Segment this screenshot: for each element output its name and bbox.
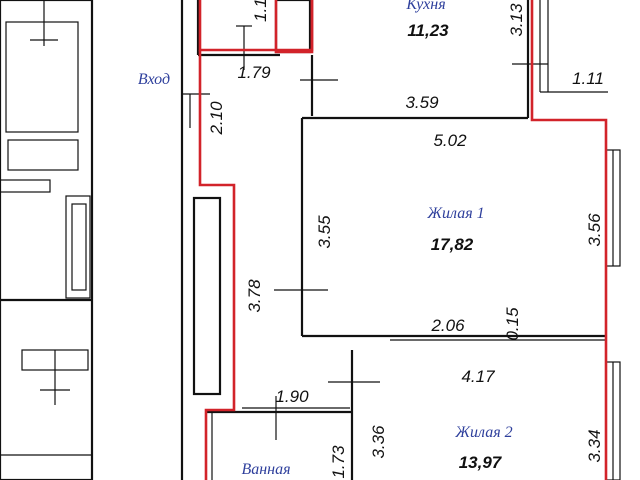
- dim-4-17: 4.17: [461, 367, 495, 386]
- dim-2-06: 2.06: [430, 316, 465, 335]
- dim-3-55: 3.55: [315, 215, 334, 249]
- vent-shaft: [274, 0, 312, 54]
- dim-1-11: 1.11: [572, 69, 604, 88]
- living1-area: 17,82: [431, 235, 474, 254]
- living1-name: Жилая 1: [426, 205, 484, 222]
- kitchen-area: 11,23: [407, 21, 449, 40]
- neighbor-bath-fixture: [5, 21, 79, 133]
- dim-3-36: 3.36: [369, 425, 388, 459]
- dim-3-56: 3.56: [585, 213, 604, 247]
- dim-1-73: 1.73: [329, 445, 348, 479]
- dim-1-90: 1.90: [275, 387, 309, 406]
- neighbor-unit: [0, 0, 94, 480]
- bathroom-name: Ванная: [241, 461, 290, 478]
- corridor: [180, 0, 222, 480]
- dim-0-15: 0.15: [503, 307, 522, 341]
- dim-3-59: 3.59: [405, 93, 439, 112]
- living2-area: 13,97: [459, 453, 503, 472]
- neighbor-closet: [65, 195, 91, 299]
- entrance-name: Вход: [138, 71, 170, 88]
- dim-2-10: 2.10: [207, 101, 226, 136]
- dim-3-13: 3.13: [507, 3, 526, 37]
- dim-1-1: 1.1: [251, 0, 270, 22]
- dim-3-34: 3.34: [585, 429, 604, 462]
- kitchen-name: Кухня: [405, 0, 445, 13]
- dim-5-02: 5.02: [433, 131, 467, 150]
- living2-name: Жилая 2: [454, 424, 512, 441]
- neighbor-cabinet: [7, 139, 79, 171]
- wardrobe-niche: [192, 196, 222, 396]
- dim-1-79: 1.79: [237, 63, 271, 82]
- dim-3-78: 3.78: [245, 279, 264, 313]
